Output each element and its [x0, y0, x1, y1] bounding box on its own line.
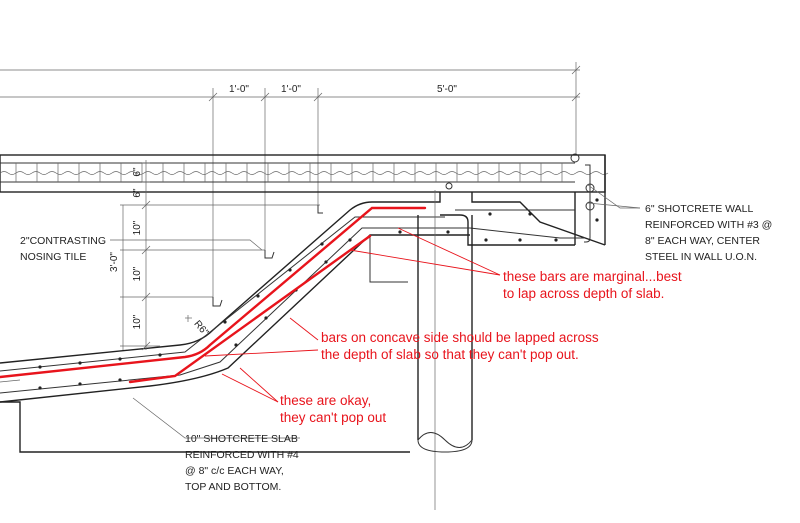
wall-note-line-1: 6" SHOTCRETE WALL [645, 203, 754, 215]
top-dimension-lines [0, 62, 581, 300]
deck-band [0, 153, 609, 193]
top-dim-2: 1'-0" [281, 84, 301, 95]
tile-note-line-2: NOSING TILE [20, 251, 86, 263]
wall-note-line-3: 8" EACH WAY, CENTER [645, 235, 760, 247]
markup-bars [0, 206, 427, 384]
slab-outline [0, 192, 606, 453]
side-dim-10-a: 10" [132, 220, 143, 235]
annotation-okay-line-2: they can't pop out [280, 410, 386, 425]
slab-note-line-4: TOP AND BOTTOM. [185, 481, 281, 493]
top-dim-1: 1'-0" [229, 84, 249, 95]
side-dim-10-c: 10" [132, 314, 143, 329]
left-dimensions [120, 160, 323, 351]
annotation-okay-line-1: these are okay, [280, 393, 371, 408]
radius-dim: R6" [191, 319, 210, 339]
top-dim-3: 5'-0" [437, 84, 457, 95]
wall-note: 6" SHOTCRETE WALL REINFORCED WITH #3 @ 8… [645, 203, 772, 263]
annotation-marginal-line-1: these bars are marginal...best [503, 269, 682, 284]
annotation-concave: bars on concave side should be lapped ac… [321, 330, 599, 362]
annotation-concave-line-2: the depth of slab so that they can't pop… [321, 347, 579, 362]
annotation-marginal: these bars are marginal...best to lap ac… [503, 269, 682, 301]
slab-note-line-2: REINFORCED WITH #4 [185, 449, 299, 461]
slab-note: 10" SHOTCRETE SLAB REINFORCED WITH #4 @ … [185, 433, 299, 493]
annotation-okay: these are okay, they can't pop out [280, 393, 386, 425]
side-dim-6-a: 6" [132, 167, 143, 177]
overall-dim-3ft: 3'-0" [109, 252, 120, 272]
wall-note-line-4: STEEL IN WALL U.O.N. [645, 251, 757, 263]
annotation-concave-line-1: bars on concave side should be lapped ac… [321, 330, 599, 345]
leader-lines [110, 184, 641, 439]
side-dim-10-b: 10" [132, 266, 143, 281]
slab-note-line-3: @ 8" c/c EACH WAY, [185, 465, 284, 477]
slab-rebar [0, 209, 585, 394]
side-dim-6-b: 6" [132, 188, 143, 198]
tile-note-line-1: 2"CONTRASTING [20, 235, 106, 247]
pipe [417, 182, 473, 510]
wall-note-line-2: REINFORCED WITH #3 @ [645, 219, 772, 231]
shotcrete-wall [574, 155, 606, 245]
tile-note: 2"CONTRASTING NOSING TILE [20, 235, 106, 263]
annotation-marginal-line-2: to lap across depth of slab. [503, 286, 664, 301]
slab-note-line-1: 10" SHOTCRETE SLAB [185, 433, 298, 445]
